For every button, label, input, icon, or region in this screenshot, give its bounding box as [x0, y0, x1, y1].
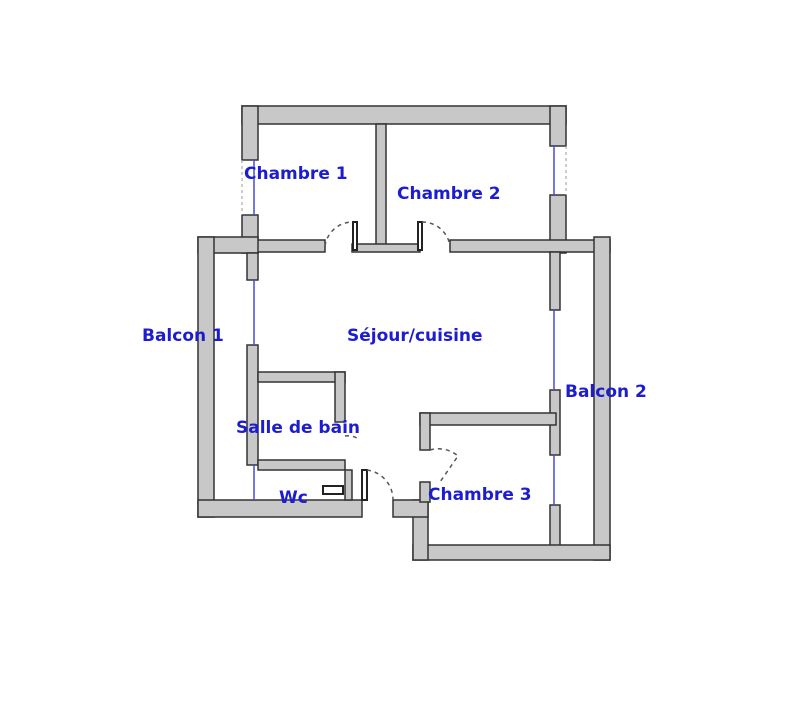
- room-label-chambre-3: Chambre 3: [428, 485, 532, 505]
- walls: [197, 105, 611, 561]
- room-label-salle-de-bain: Salle de bain: [236, 418, 360, 438]
- doors: [322, 221, 460, 501]
- room-label-balcon-1: Balcon 1: [142, 326, 224, 346]
- room-label-balcon-2: Balcon 2: [565, 382, 647, 402]
- room-label-sejour-cuisine: Séjour/cuisine: [347, 326, 483, 346]
- room-label-chambre-1: Chambre 1: [244, 164, 348, 184]
- windows: [241, 146, 567, 505]
- room-label-chambre-2: Chambre 2: [397, 184, 501, 204]
- room-label-wc: Wc: [279, 488, 308, 508]
